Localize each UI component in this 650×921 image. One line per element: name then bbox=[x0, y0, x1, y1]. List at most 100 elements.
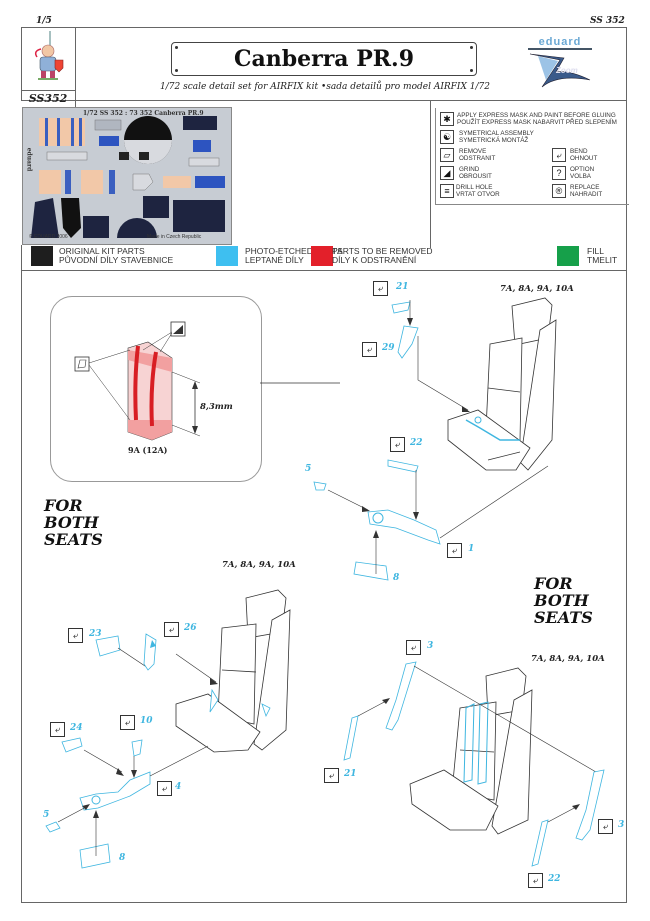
part-number: 21 bbox=[396, 282, 409, 292]
legend-label-en: SYMETRICAL ASSEMBLY bbox=[459, 130, 534, 137]
part-number: 24 bbox=[70, 723, 83, 733]
seat-parts-label: 7A, 8A, 9A, 10A bbox=[500, 284, 574, 294]
fret-copyright: © EDUARD 2006 bbox=[29, 234, 68, 240]
legend-label-en: REPLACE bbox=[570, 184, 600, 191]
bend-icon: ⤶ bbox=[447, 543, 462, 558]
swatch-photo-etched bbox=[216, 246, 238, 266]
color-legend-en: FILL bbox=[587, 246, 605, 256]
part-number: 3 bbox=[618, 820, 625, 830]
for-both-line: SEATS bbox=[44, 530, 103, 549]
part-number: 26 bbox=[184, 623, 197, 633]
legend-label-en: GRIND bbox=[459, 166, 480, 173]
symmetry-icon: ☯ bbox=[440, 130, 454, 144]
logo-text: eduard bbox=[528, 36, 592, 50]
rivet-dot bbox=[175, 46, 178, 49]
mascot-box bbox=[21, 27, 76, 99]
legend-label-cz: SYMETRICKÁ MONTÁŽ bbox=[459, 137, 529, 144]
ejection-seat-2 bbox=[175, 589, 291, 753]
bend-icon: ⤶ bbox=[362, 342, 377, 357]
bend-icon: ⤶ bbox=[68, 628, 83, 643]
rivet-dot bbox=[470, 69, 473, 72]
part-number: 5 bbox=[305, 464, 312, 474]
color-legend-cz: DÍLY K ODSTRANĚNÍ bbox=[332, 255, 417, 265]
page-title: Canberra PR.9 bbox=[233, 46, 415, 72]
color-legend-cz: LEPTANÉ DÍLY bbox=[245, 255, 304, 265]
instruction-frame bbox=[21, 270, 627, 903]
for-both-line: BOTH bbox=[534, 591, 589, 610]
detail-callout bbox=[50, 296, 262, 482]
swatch-kit-parts bbox=[31, 246, 53, 266]
zoom-swoosh-icon bbox=[529, 53, 591, 88]
legend-label-cz: ODSTRANIT bbox=[459, 155, 496, 162]
for-both-line: FOR bbox=[534, 574, 573, 593]
grind-icon: ◢ bbox=[440, 166, 454, 180]
legend-label-cz: POUŽÍT EXPRESS MASK NABARVIT PŘED SLEPEN… bbox=[457, 119, 617, 126]
legend-label-en: OPTION bbox=[570, 166, 595, 173]
bend-icon: ⤶ bbox=[50, 722, 65, 737]
part-number: 21 bbox=[344, 769, 357, 779]
for-both-seats-right: FOR BOTH SEATS bbox=[534, 575, 593, 626]
bend-icon: ⤶ bbox=[120, 715, 135, 730]
seat-parts-label: 7A, 8A, 9A, 10A bbox=[222, 560, 296, 570]
bend-icon: ⤶ bbox=[552, 148, 566, 162]
legend-label-en: BEND bbox=[570, 148, 588, 155]
legend-label-cz: VRTAT OTVOR bbox=[456, 191, 500, 198]
strap-remove bbox=[149, 351, 158, 427]
replace-icon: ® bbox=[552, 184, 566, 198]
fret-parts-drawing bbox=[31, 116, 225, 238]
for-both-line: FOR bbox=[44, 496, 83, 515]
set-code-box: SS352 bbox=[21, 90, 76, 107]
part-number: 8 bbox=[393, 573, 400, 583]
strap-remove bbox=[133, 345, 140, 421]
bend-icon: ⤶ bbox=[598, 819, 613, 834]
fret-made-in: Made in Czech Republic bbox=[147, 234, 202, 240]
photo-etched-fret-image: 1/72 SS 352 : 73 352 Canberra PR.9 eduar… bbox=[22, 107, 232, 245]
title-plate: Canberra PR.9 bbox=[171, 42, 477, 76]
swatch-fill bbox=[557, 246, 579, 266]
for-both-seats-left: FOR BOTH SEATS bbox=[44, 497, 103, 548]
set-code-top: SS 352 bbox=[590, 16, 625, 26]
ejection-seat-1 bbox=[447, 297, 557, 471]
rivet-dot bbox=[470, 46, 473, 49]
drill-icon: ≡ bbox=[440, 184, 454, 198]
symbol-legend: ✱ APPLY EXPRESS MASK AND PAINT BEFORE GL… bbox=[435, 108, 629, 205]
bend-icon: ⤶ bbox=[324, 768, 339, 783]
bend-icon: ⤶ bbox=[164, 622, 179, 637]
eduard-zoom-logo: eduard Zoom bbox=[520, 32, 600, 92]
header-frame bbox=[21, 27, 627, 101]
color-legend-en: PHOTO-ETCHED PARTS bbox=[245, 246, 343, 256]
remove-icon: ▱ bbox=[440, 148, 454, 162]
logo-sub: Zoom bbox=[556, 66, 578, 75]
part-number: 4 bbox=[175, 782, 182, 792]
part-number: 23 bbox=[89, 629, 102, 639]
subtitle: 1/72 scale detail set for AIRFIX kit •sa… bbox=[160, 82, 490, 92]
legend-label-cz: OBROUSIT bbox=[459, 173, 492, 180]
color-legend-en: PARTS TO BE REMOVED bbox=[332, 246, 433, 256]
part-number: 10 bbox=[140, 716, 153, 726]
swatch-remove bbox=[311, 246, 333, 266]
part-number: 29 bbox=[382, 343, 395, 353]
color-legend-cz: TMELIT bbox=[587, 255, 618, 265]
legend-frame bbox=[430, 100, 627, 248]
dimension-label: 8,3mm bbox=[200, 402, 233, 412]
seat-parts-label: 7A, 8A, 9A, 10A bbox=[531, 654, 605, 664]
part-number: 5 bbox=[43, 810, 50, 820]
legend-label-en: DRILL HOLE bbox=[456, 184, 493, 191]
star-icon: ✱ bbox=[440, 112, 454, 126]
legend-label-en: APPLY EXPRESS MASK AND PAINT BEFORE GLUI… bbox=[457, 112, 616, 119]
rivet-dot bbox=[175, 69, 178, 72]
mascot-icon bbox=[34, 31, 64, 80]
ejection-seat-3 bbox=[409, 667, 533, 835]
part-number: 3 bbox=[427, 641, 434, 651]
legend-label-cz: OHNOUT bbox=[570, 155, 598, 162]
bend-icon: ⤶ bbox=[373, 281, 388, 296]
detail-part-label: 9A (12A) bbox=[128, 445, 168, 455]
part-number: 22 bbox=[410, 438, 423, 448]
remove-icon bbox=[74, 356, 90, 372]
bend-icon: ⤶ bbox=[157, 781, 172, 796]
fret-title: 1/72 SS 352 : 73 352 Canberra PR.9 bbox=[83, 110, 204, 117]
part-number: 22 bbox=[548, 874, 561, 884]
